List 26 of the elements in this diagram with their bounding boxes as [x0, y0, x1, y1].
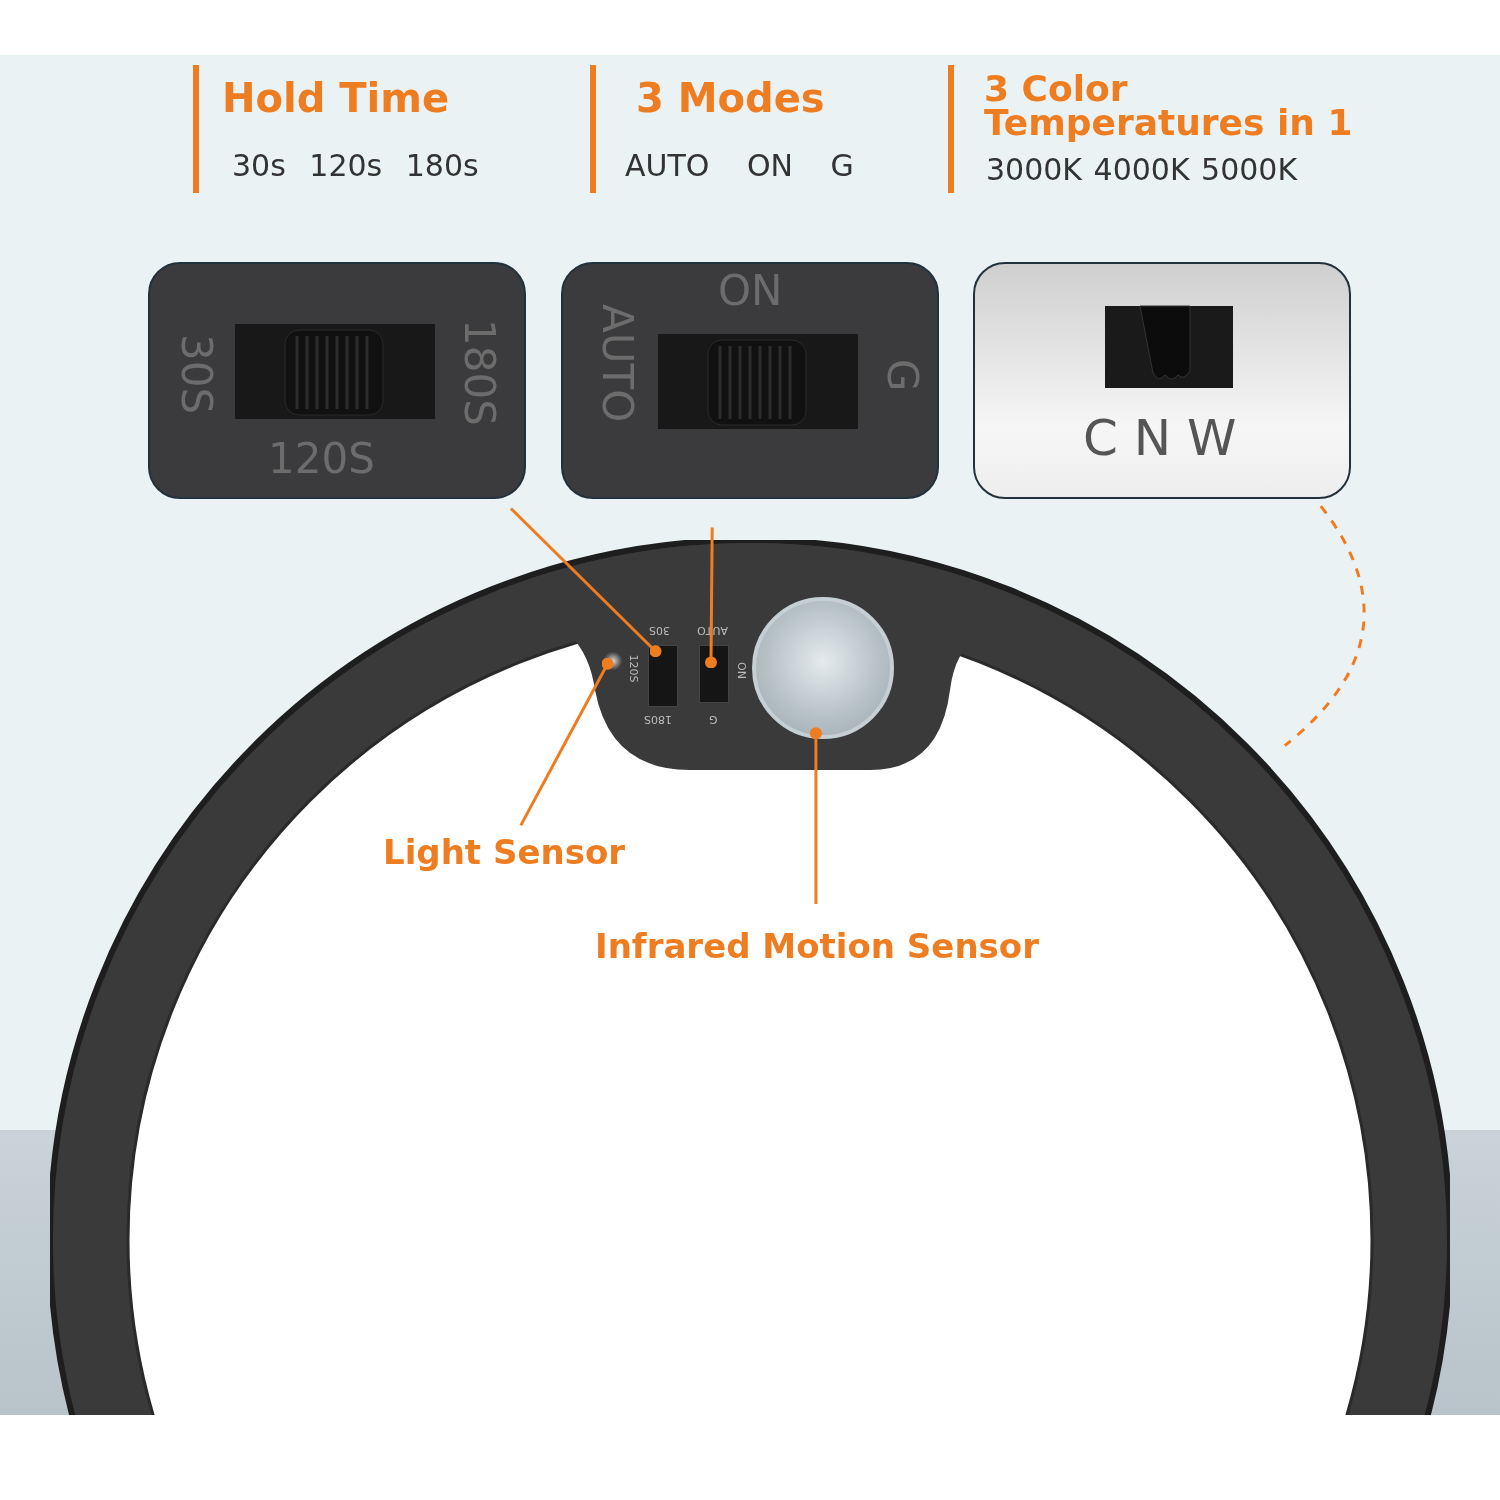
leader-line — [809, 727, 822, 904]
ring-light-frame — [50, 540, 1450, 1415]
callout-label: Light Sensor — [383, 832, 627, 872]
switch-panel — [561, 262, 939, 499]
feature-heading: 3 Modes — [636, 78, 825, 118]
switch-marking: G — [709, 713, 718, 726]
leader-line — [509, 507, 662, 658]
leader-line — [705, 527, 717, 669]
switch-marking: 30S — [649, 624, 670, 637]
switch-marking: AUTO — [697, 624, 728, 637]
switch-marking: ON — [734, 662, 748, 679]
switch-panel — [973, 262, 1351, 499]
switch-marking: 120S — [627, 654, 641, 683]
leader-line — [1283, 505, 1366, 747]
slide-switch — [648, 645, 678, 707]
feature-heading: 3 Color Temperatures in 1 — [984, 72, 1354, 141]
slide-switch — [699, 645, 729, 703]
option-values: 3000K 4000K 5000K — [986, 152, 1298, 187]
switch-marking: C N W — [1083, 409, 1237, 467]
leader-line — [519, 657, 614, 827]
callout-label: Infrared Motion Sensor — [595, 926, 1040, 966]
switch-panel — [148, 262, 526, 499]
switch-marking: 180S — [644, 713, 672, 726]
option-values: AUTO ON G — [625, 148, 854, 183]
feature-heading: Hold Time — [222, 78, 450, 118]
option-values: 30s 120s 180s — [232, 148, 479, 183]
